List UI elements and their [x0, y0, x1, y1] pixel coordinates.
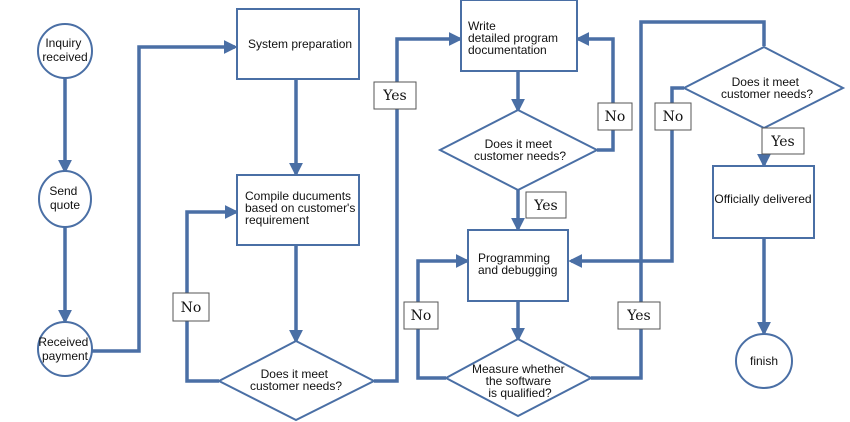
svg-text:Does it meet customer: Does it meet customer needs? — [250, 367, 342, 393]
node-programming: Programming and debugging — [467, 229, 569, 302]
edge-label-no-3: No — [403, 301, 439, 330]
node-decision-2: Does it meet customer needs? — [437, 108, 600, 192]
node-decision-3-line-1: Does it meet — [732, 75, 800, 89]
node-send-quote-line-2: quote — [50, 198, 80, 212]
svg-text:Yes: Yes — [533, 198, 558, 214]
edge-label-yes-2: Yes — [525, 191, 567, 219]
svg-text:Inquiry received: Inquiry received — [42, 36, 87, 64]
svg-text:Does it meet customer: Does it meet customer needs? — [474, 137, 566, 163]
node-decision-1-line-2: customer needs? — [250, 379, 342, 393]
edge-label-yes-1: Yes — [373, 81, 417, 110]
edge-measure-yes-to-decision-3 — [591, 20, 766, 380]
node-received-payment-line-1: Received — [38, 335, 88, 349]
edge-payment-to-system-prep — [92, 40, 238, 353]
node-decision-1: Does it meet customer needs? — [216, 339, 377, 422]
node-decision-2-line-1: Does it meet — [485, 137, 553, 151]
node-received-payment: Received payment — [37, 321, 93, 377]
node-officially-delivered: Officially delivered — [712, 165, 815, 239]
svg-text:Yes: Yes — [626, 308, 651, 324]
node-decision-3: Does it meet customer needs? — [681, 45, 846, 130]
svg-text:No: No — [181, 300, 202, 316]
svg-text:No: No — [411, 308, 432, 324]
node-compile-line-3: requirement — [245, 213, 310, 227]
node-measure-line-1: Measure whether — [472, 362, 565, 376]
svg-text:Yes: Yes — [770, 134, 795, 150]
node-compile-line-1: Compile ducuments — [245, 189, 351, 203]
edge-label-yes-3: Yes — [617, 301, 661, 330]
svg-text:No: No — [605, 109, 626, 125]
node-measure-line-3: is qualified? — [488, 386, 552, 400]
edge-decision-2-no-to-write — [575, 32, 615, 152]
node-measure: Measure whether the software is qualifie… — [443, 337, 594, 418]
svg-text:Compile ducuments base: Compile ducuments based on customer's re… — [245, 189, 359, 227]
node-system-preparation-label: System preparation — [248, 37, 352, 51]
svg-text:Send quote: Send quote — [49, 184, 80, 212]
node-inquiry-received: Inquiry received — [37, 23, 93, 79]
node-decision-3-line-2: customer needs? — [721, 87, 813, 101]
node-compile-line-2: based on customer's — [245, 201, 355, 215]
node-write-line-3: documentation — [468, 43, 547, 57]
node-write-line-2: detailed program — [468, 31, 558, 45]
edge-label-no-1: No — [172, 292, 210, 322]
node-finish-label: finish — [750, 354, 778, 368]
svg-text:No: No — [663, 109, 684, 125]
edge-decision-3-no-to-programming — [568, 86, 684, 268]
node-programming-line-2: and debugging — [478, 263, 557, 277]
node-decision-2-line-2: customer needs? — [474, 149, 566, 163]
svg-text:Yes: Yes — [382, 88, 407, 104]
node-system-preparation: System preparation — [236, 8, 360, 80]
node-programming-line-1: Programming — [478, 251, 550, 265]
node-inquiry-line-2: received — [42, 50, 87, 64]
node-decision-1-line-1: Does it meet — [261, 367, 329, 381]
edge-label-yes-4: Yes — [761, 127, 805, 155]
node-send-quote-line-1: Send — [49, 184, 77, 198]
svg-text:Measure whether the so: Measure whether the software is qualifie… — [472, 362, 568, 400]
node-write-line-1: Write — [468, 19, 496, 33]
node-officially-delivered-label: Officially delivered — [714, 192, 811, 206]
edge-label-no-2: No — [597, 102, 633, 131]
svg-text:Write detailed program: Write detailed program documentation — [468, 19, 561, 57]
node-compile-documents: Compile ducuments based on customer's re… — [236, 174, 360, 246]
node-inquiry-line-1: Inquiry — [45, 36, 81, 50]
node-measure-line-2: the software — [486, 374, 552, 388]
svg-text:Received payment: Received payment — [38, 335, 91, 363]
svg-text:Programming and debugg: Programming and debugging — [478, 251, 557, 277]
nodes: Inquiry received Send quote Received pay… — [37, 0, 846, 422]
edge-decision-1-yes-to-write — [374, 32, 463, 383]
node-received-payment-line-2: payment — [42, 349, 89, 363]
edge-label-no-4: No — [654, 102, 692, 131]
node-send-quote: Send quote — [38, 170, 92, 228]
svg-text:Does it meet customer: Does it meet customer needs? — [721, 75, 813, 101]
node-write-documentation: Write detailed program documentation — [460, 0, 578, 72]
node-finish: finish — [735, 333, 793, 389]
edge-labels: Yes No No Yes No Yes No Yes — [172, 81, 805, 330]
